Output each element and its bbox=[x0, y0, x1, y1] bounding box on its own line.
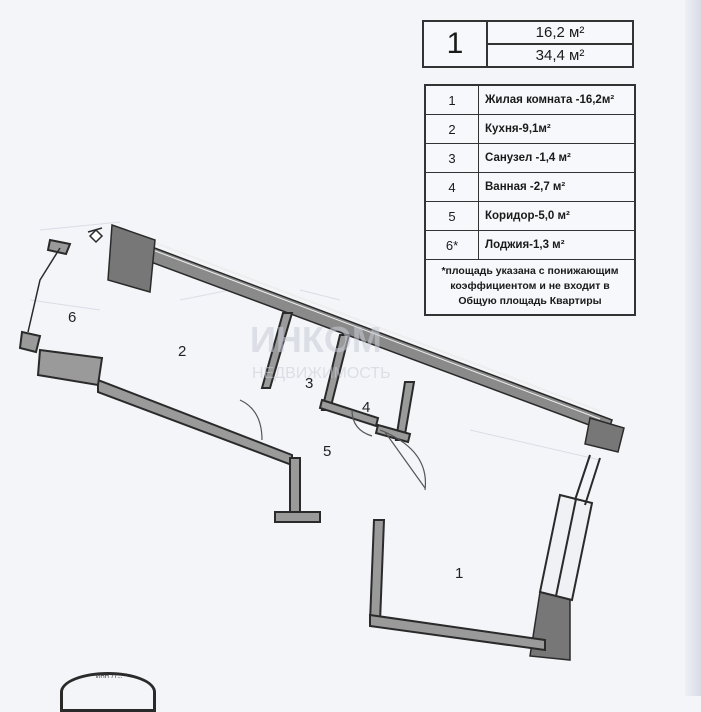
legend-number: 5 bbox=[426, 202, 479, 230]
room-label-1: 1 bbox=[455, 565, 463, 582]
side-window bbox=[538, 454, 601, 602]
room-label-3: 3 bbox=[305, 375, 313, 392]
living-area: 16,2 м² bbox=[535, 24, 585, 41]
floor-plan-drawing: ИНКОМ НЕДВИЖИМОСТЬ 1 2 3 4 5 6 bbox=[18, 221, 625, 661]
legend-row: 5 Коридор-5,0 м² bbox=[426, 202, 634, 231]
legend-footnote: *площадь указана с понижающим коэффициен… bbox=[441, 265, 619, 307]
legend-number: 2 bbox=[426, 115, 479, 143]
legend-row: 4 Ванная -2,7 м² bbox=[426, 173, 634, 202]
legend-name: Жилая комната -16,2м² bbox=[485, 94, 615, 106]
room-label-6: 6 bbox=[68, 309, 76, 326]
watermark: ИНКОМ НЕДВИЖИМОСТЬ bbox=[250, 319, 391, 382]
legend-name: Санузел -1,4 м² bbox=[485, 152, 571, 164]
legend-row: 2 Кухня-9,1м² bbox=[426, 115, 634, 144]
legend-number: 1 bbox=[426, 86, 479, 114]
svg-text:ИНКОМ: ИНКОМ bbox=[250, 319, 382, 360]
room-count: 1 bbox=[424, 22, 488, 66]
summary-box: 1 16,2 м² 34,4 м² bbox=[422, 20, 634, 68]
legend-row: 6* Лоджия-1,3 м² bbox=[426, 231, 634, 260]
legend-number: 4 bbox=[426, 173, 479, 201]
loggia-outline bbox=[27, 227, 104, 333]
wall-columns bbox=[107, 223, 625, 661]
legend-row: 1 Жилая комната -16,2м² bbox=[426, 86, 634, 115]
total-area: 34,4 м² bbox=[488, 43, 632, 66]
legend-number: 3 bbox=[426, 144, 479, 172]
background-lines bbox=[29, 221, 601, 461]
legend-row: 3 Санузел -1,4 м² bbox=[426, 144, 634, 173]
legend-name: Лоджия-1,3 м² bbox=[485, 239, 565, 251]
legend-table: 1 Жилая комната -16,2м² 2 Кухня-9,1м² 3 … bbox=[424, 84, 636, 316]
svg-text:НЕДВИЖИМОСТЬ: НЕДВИЖИМОСТЬ bbox=[252, 365, 391, 382]
room-label-5: 5 bbox=[323, 443, 331, 460]
legend-name: Коридор-5,0 м² bbox=[485, 210, 570, 222]
doors bbox=[239, 399, 427, 491]
stamp-text: ИНН 77... bbox=[96, 674, 123, 680]
legend-name: Кухня-9,1м² bbox=[485, 123, 551, 135]
legend-number: 6* bbox=[426, 231, 479, 259]
interior-walls bbox=[18, 238, 546, 652]
room-label-2: 2 bbox=[178, 343, 186, 360]
floor-plan-sheet: 1 16,2 м² 34,4 м² 1 Жилая комната -16,2м… bbox=[18, 0, 701, 712]
summary-areas: 16,2 м² 34,4 м² bbox=[488, 22, 632, 66]
legend-name: Ванная -2,7 м² bbox=[485, 181, 566, 193]
page-edge bbox=[685, 0, 701, 696]
room-label-4: 4 bbox=[362, 399, 370, 416]
